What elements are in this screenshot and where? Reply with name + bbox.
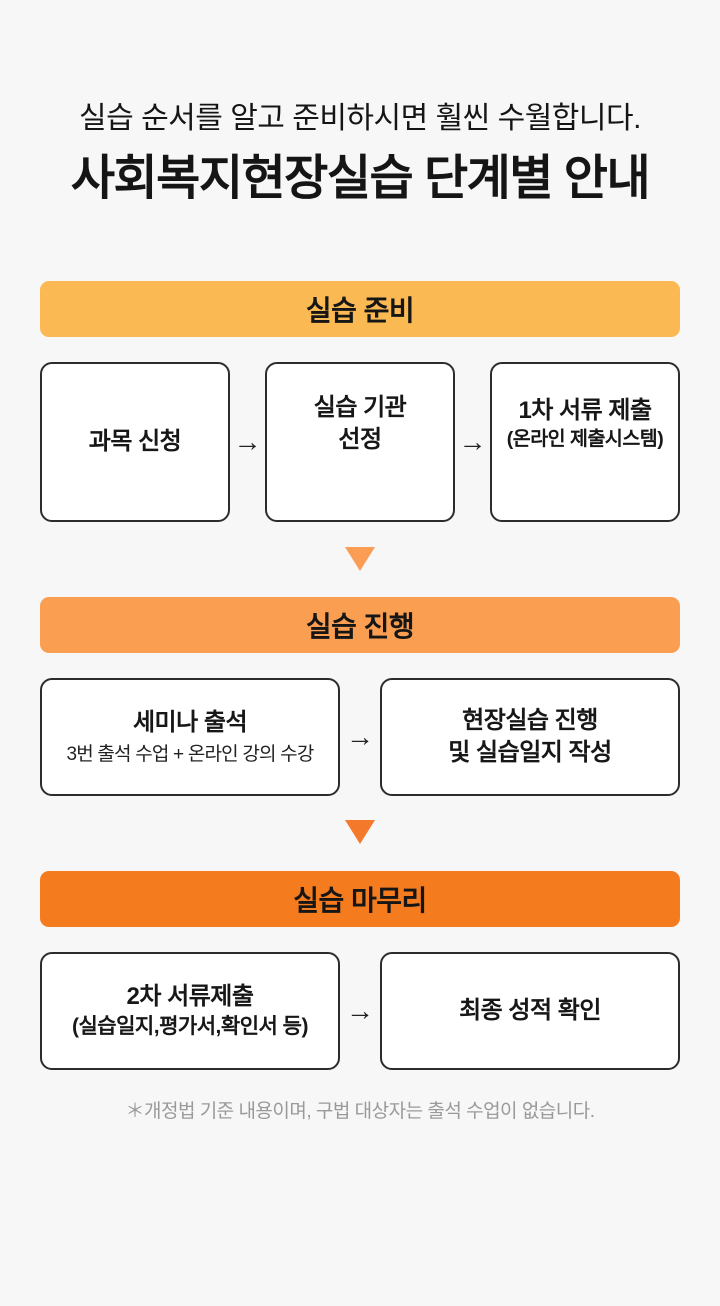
step-title: 세미나 출석 [132, 708, 248, 736]
right-arrow-icon: → [346, 995, 374, 1026]
step-content: 2차 서류제출 (실습일지,평가서,확인서 등) [71, 981, 309, 1040]
step-first-document-submission: 1차 서류 제출 (온라인 제출시스템) [490, 362, 680, 522]
step-content: 최종 성적 확인 [459, 995, 601, 1027]
flow-arrow-cell: → [340, 678, 380, 796]
footnote: ＊개정법 기준 내용이며, 구법 대상자는 출석 수업이 없습니다. [125, 1101, 595, 1122]
flow-arrow-cell: → [230, 362, 265, 522]
step-subtitle: (실습일지,평가서,확인서 등) [71, 1014, 309, 1038]
step-content: 1차 서류 제출 (온라인 제출시스템) [506, 395, 664, 452]
step-content: 세미나 출석 3번 출석 수업 + 온라인 강의 수강 [66, 707, 314, 768]
page-subtitle: 실습 순서를 알고 준비하시면 훨씬 수월합니다. [79, 102, 641, 135]
infographic-poster: 실습 순서를 알고 준비하시면 훨씬 수월합니다. 사회복지현장실습 단계별 안… [0, 101, 720, 1306]
step-agency-selection: 실습 기관 선정 [265, 362, 455, 522]
stage-preparation-header: 실습 준비 [40, 281, 680, 337]
step-seminar-attendance: 세미나 출석 3번 출석 수업 + 온라인 강의 수강 [40, 678, 340, 796]
step-title: 과목 신청 [88, 428, 182, 456]
step-title: 현장실습 진행 [462, 707, 598, 735]
step-second-document-submission: 2차 서류제출 (실습일지,평가서,확인서 등) [40, 952, 340, 1070]
step-title: 1차 서류 제출 [518, 397, 652, 425]
step-title-line2: 및 실습일지 작성 [448, 739, 612, 766]
stage-progress: 실습 진행 세미나 출석 3번 출석 수업 + 온라인 강의 수강 → 현장실습… [40, 597, 680, 796]
step-final-grade-check: 최종 성적 확인 [380, 952, 680, 1070]
step-title-line2: 선정 [338, 426, 382, 453]
step-content: 과목 신청 [89, 426, 182, 458]
page-title: 사회복지현장실습 단계별 안내 [70, 152, 651, 205]
stage-preparation: 실습 준비 과목 신청 → 실습 기관 선정 → 1차 서류 [40, 281, 680, 522]
flow-arrow-cell: → [455, 362, 490, 522]
step-note: 3번 출석 수업 + 온라인 강의 수강 [66, 744, 314, 766]
stage-preparation-steps: 과목 신청 → 실습 기관 선정 → 1차 서류 제출 (온라인 제출시스템) [40, 362, 680, 522]
down-arrow-icon [345, 547, 375, 571]
stage-progress-steps: 세미나 출석 3번 출석 수업 + 온라인 강의 수강 → 현장실습 진행 및 … [40, 678, 680, 796]
step-content: 실습 기관 선정 [314, 392, 407, 455]
step-subtitle: (온라인 제출시스템) [506, 427, 664, 450]
down-arrow-icon [345, 820, 375, 844]
right-arrow-icon: → [346, 721, 374, 752]
step-field-practice: 현장실습 진행 및 실습일지 작성 [380, 678, 680, 796]
step-course-application: 과목 신청 [40, 362, 230, 522]
stage-completion-header: 실습 마무리 [40, 871, 680, 927]
stage-progress-header: 실습 진행 [40, 597, 680, 653]
stage-completion: 실습 마무리 2차 서류제출 (실습일지,평가서,확인서 등) → 최종 성적 … [40, 871, 680, 1070]
right-arrow-icon: → [233, 426, 262, 457]
step-title: 실습 기관 [313, 394, 407, 422]
step-content: 현장실습 진행 및 실습일지 작성 [448, 705, 612, 768]
stage-completion-steps: 2차 서류제출 (실습일지,평가서,확인서 등) → 최종 성적 확인 [40, 952, 680, 1070]
step-title: 2차 서류제출 [126, 983, 254, 1011]
step-title: 최종 성적 확인 [459, 997, 601, 1025]
flow-arrow-cell: → [340, 952, 380, 1070]
right-arrow-icon: → [458, 426, 487, 457]
